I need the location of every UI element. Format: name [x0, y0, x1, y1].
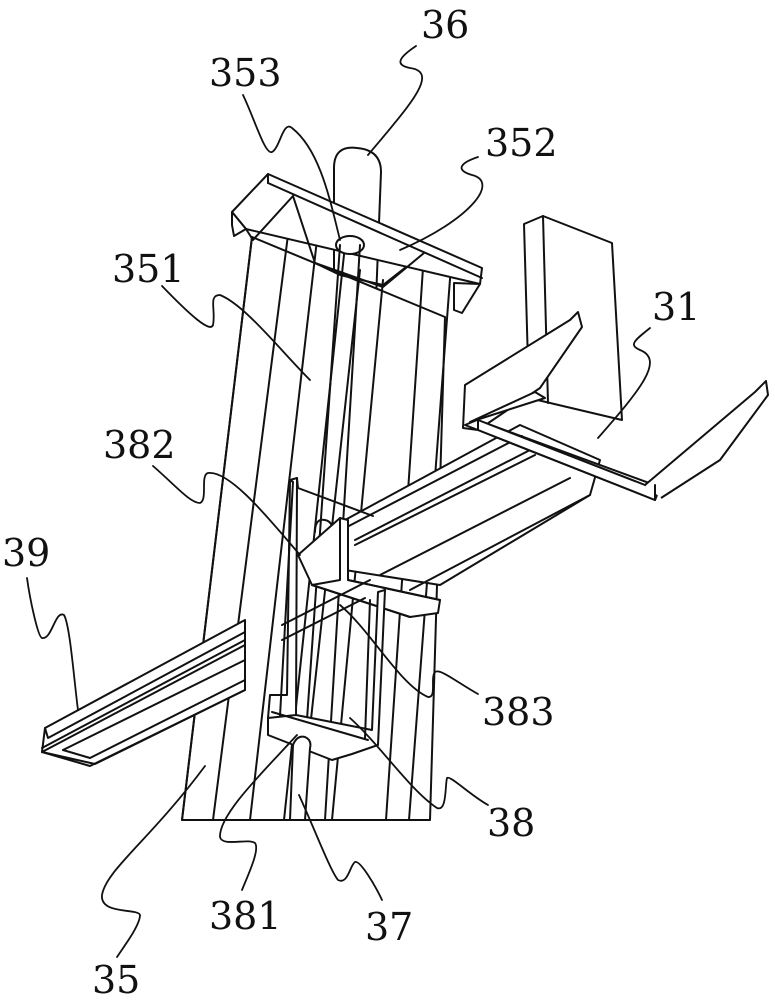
label-38: 38 [487, 801, 535, 845]
leader-353 [242, 94, 341, 241]
label-353: 353 [209, 51, 282, 95]
label-37: 37 [365, 905, 413, 949]
guide-rail-right [344, 424, 601, 591]
label-383: 383 [482, 690, 555, 734]
sliding-bracket-38 [267, 477, 441, 821]
leader-35 [101, 765, 206, 958]
leader-38 [349, 717, 489, 810]
guide-rail-39 [41, 619, 246, 767]
label-351: 351 [112, 247, 185, 291]
label-31: 31 [652, 285, 700, 329]
label-381: 381 [209, 894, 282, 938]
leader-39 [26, 577, 79, 711]
leader-351 [161, 285, 311, 381]
leader-383 [339, 604, 479, 698]
label-35: 35 [92, 958, 140, 1000]
leader-31 [597, 327, 651, 439]
leader-37 [298, 794, 383, 901]
label-382: 382 [103, 423, 176, 467]
top-plate-352 [231, 173, 483, 314]
label-39: 39 [2, 531, 50, 575]
label-36: 36 [421, 3, 469, 47]
label-352: 352 [485, 121, 558, 165]
leader-352 [399, 156, 484, 251]
labels: 36 353 352 351 31 382 39 383 35 381 37 3… [2, 3, 700, 1000]
leader-lines [26, 45, 651, 958]
leader-36 [367, 45, 423, 156]
leader-382 [152, 465, 301, 556]
fork-31 [462, 311, 769, 501]
leader-381 [219, 734, 298, 891]
